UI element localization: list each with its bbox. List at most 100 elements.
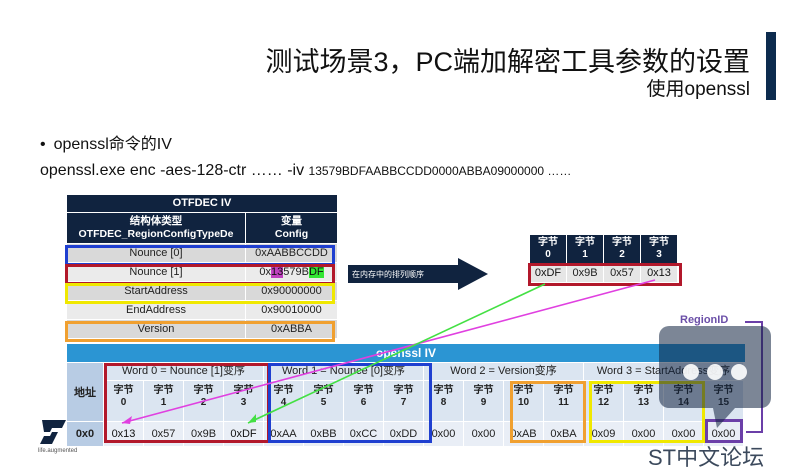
otfdec-row-value: 0x90010000 — [246, 301, 337, 319]
word-title: Word 1 = Nounce [0]变序 — [264, 363, 423, 380]
otfdec-row-startaddress: StartAddress 0x90000000 — [67, 282, 337, 300]
otfdec-col1-line2: OTFDEC_RegionConfigTypeDe — [78, 228, 234, 240]
byte-index: 7 — [400, 397, 407, 408]
slide-subtitle: 使用openssl — [646, 79, 751, 100]
byte-index: 8 — [440, 397, 447, 408]
watermark-text: ST中文论坛 — [648, 445, 765, 470]
byte-index: 1 — [160, 397, 167, 408]
otfdec-row-name: Nounce [0] — [67, 244, 245, 262]
byte-label: 字节 — [593, 385, 614, 396]
byte-index: 3 — [240, 397, 247, 408]
byte-label: 字节 — [313, 385, 334, 396]
byte-index: 10 — [517, 397, 530, 408]
otfdec-row-value: 0x90000000 — [246, 282, 337, 300]
byte-label: 字节 — [433, 385, 454, 396]
byte-index: 0 — [545, 249, 551, 260]
byte-label: 字节 — [473, 385, 494, 396]
otfdec-row-name: EndAddress — [67, 301, 245, 319]
word-title: Word 0 = Nounce [1]变序 — [104, 363, 263, 380]
otfdec-col1-line1: 结构体类型 — [129, 215, 183, 227]
byte-index: 11 — [558, 397, 569, 408]
command-main: openssl.exe enc -aes-128-ctr …… -iv — [40, 162, 309, 179]
memory-byte-value: 0x57 — [604, 264, 640, 282]
command-iv: 13579BDFAABBCCDD0000ABBA09000000 …… — [308, 164, 572, 178]
otfdec-row-name: Nounce [1] — [67, 263, 245, 281]
byte-label: 字节 — [538, 237, 558, 248]
arrow-label: 在内存中的排列顺序 — [352, 270, 424, 279]
magenta-mapping-line — [121, 279, 656, 424]
otfdec-row-value: 0x13579BDF — [246, 263, 337, 281]
green-arrowhead-icon — [248, 414, 256, 423]
byte-index: 9 — [480, 397, 487, 408]
otfdec-col1-header: 结构体类型 OTFDEC_RegionConfigTypeDe — [67, 213, 246, 243]
otfdec-row-name: Version — [67, 320, 245, 338]
byte-label: 字节 — [193, 385, 214, 396]
value-prefix: 0x — [259, 266, 271, 278]
memory-byte-value: 0x13 — [641, 264, 677, 282]
address-value: 0x0 — [67, 422, 103, 446]
address-header: 地址 — [67, 363, 103, 421]
otfdec-table-title: OTFDEC IV — [67, 195, 337, 212]
logo-tagline: life.augmented — [38, 448, 78, 454]
otfdec-iv-table: OTFDEC IV 结构体类型 OTFDEC_RegionConfigTypeD… — [67, 195, 337, 338]
arrow-right-icon — [348, 258, 488, 290]
green-mapping-line — [247, 283, 546, 424]
otfdec-table-header: 结构体类型 OTFDEC_RegionConfigTypeDe 变量 Confi… — [67, 212, 337, 243]
byte-label: 字节 — [633, 385, 654, 396]
memory-order-values: 0xDF 0x9B 0x57 0x13 — [530, 264, 678, 282]
value-middle: 579B — [283, 266, 309, 278]
byte-index: 3 — [656, 249, 662, 260]
otfdec-col2-line1: 变量 — [281, 215, 302, 227]
byte-index: 0 — [120, 397, 127, 408]
command-line: openssl.exe enc -aes-128-ctr …… -iv 1357… — [40, 162, 571, 180]
byte-value: 0x00 — [464, 422, 503, 446]
otfdec-row-name: StartAddress — [67, 282, 245, 300]
byte-label: 字节 — [273, 385, 294, 396]
byte-label: 字节 — [353, 385, 374, 396]
byte-label: 字节 — [153, 385, 174, 396]
bullet-line: • openssl命令的IV — [40, 130, 172, 154]
byte-label: 字节 — [553, 385, 574, 396]
byte-index: 12 — [597, 397, 610, 408]
title-accent-bar — [766, 32, 776, 100]
slide-title: 测试场景3，PC端加解密工具参数的设置 — [265, 47, 750, 77]
otfdec-row-value: 0xAABBCCDD — [246, 244, 337, 262]
otfdec-row-version: Version 0xABBA — [67, 320, 337, 338]
bullet-dot-icon: • — [40, 136, 46, 153]
byte-label: 字节 — [393, 385, 414, 396]
byte-value: 0xCC — [344, 422, 383, 446]
value-highlight-green: DF — [308, 266, 324, 278]
memory-byte-value: 0xDF — [530, 264, 566, 282]
address-column: 地址 0x0 — [67, 363, 103, 446]
byte-label: 字节 — [649, 237, 669, 248]
byte-label: 字节 — [513, 385, 534, 396]
bullet-text: openssl命令的IV — [53, 136, 172, 153]
byte-index: 6 — [360, 397, 367, 408]
byte-index: 1 — [582, 249, 588, 260]
byte-index: 13 — [637, 397, 650, 408]
region-id-label: RegionID — [680, 314, 729, 326]
value-highlight-magenta: 13 — [271, 266, 284, 278]
byte-label: 字节 — [113, 385, 134, 396]
memory-byte-value: 0x9B — [567, 264, 603, 282]
chat-bubble-icon — [659, 326, 771, 428]
openssl-iv-title: openssl IV — [67, 344, 745, 362]
otfdec-row-nounce0: Nounce [0] 0xAABBCCDD — [67, 244, 337, 262]
st-logo-icon — [40, 420, 66, 444]
byte-index: 4 — [280, 397, 287, 408]
byte-index: 5 — [320, 397, 327, 408]
